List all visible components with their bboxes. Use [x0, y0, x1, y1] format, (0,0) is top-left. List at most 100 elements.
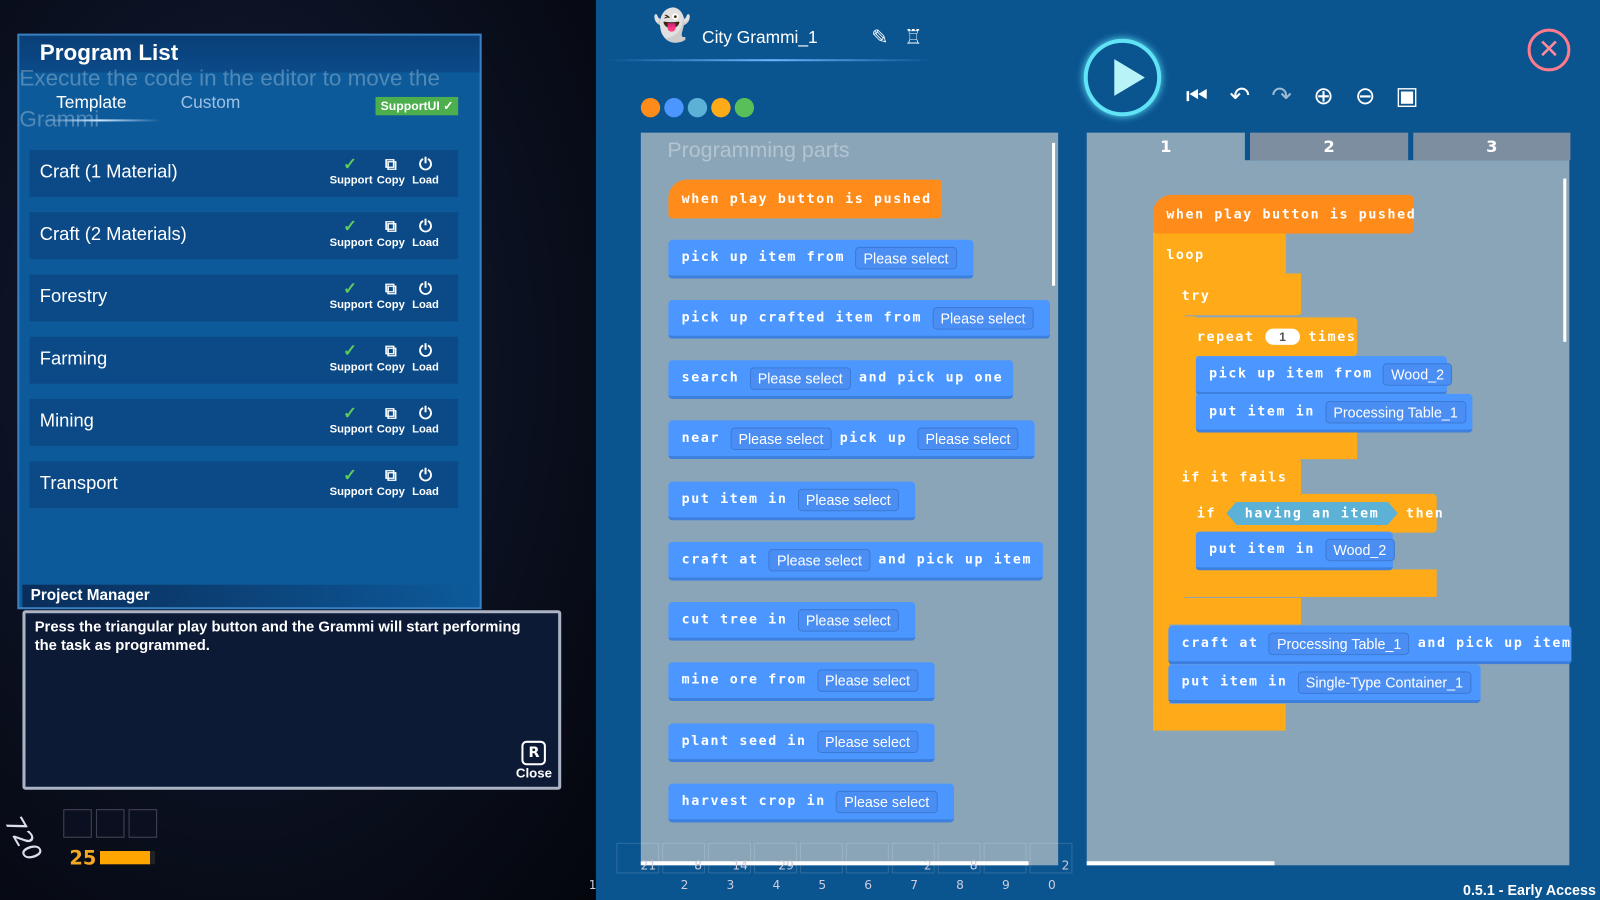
category-color-dot[interactable] [687, 97, 708, 118]
copy-button[interactable]: ⧉Copy [370, 218, 411, 249]
brush-icon[interactable]: ♖ [904, 24, 923, 49]
workspace-block[interactable]: if it fails [1168, 458, 1302, 497]
close-button[interactable]: R Close [516, 740, 552, 781]
repeat-count-input[interactable]: 1 [1264, 328, 1301, 345]
block-dropdown[interactable]: Please select [816, 730, 919, 753]
block-dropdown[interactable]: Please select [730, 427, 832, 450]
copy-button[interactable]: ⧉Copy [370, 405, 411, 436]
block-dropdown[interactable]: Please select [932, 306, 1034, 330]
palette-hscrollbar[interactable] [640, 861, 1029, 866]
pencil-icon[interactable]: ✎ [871, 24, 889, 49]
block-dropdown[interactable]: Wood_2 [1382, 362, 1453, 386]
copy-button[interactable]: ⧉Copy [370, 281, 411, 312]
undo-icon[interactable]: ↶ [1229, 81, 1251, 111]
skip-to-start-icon[interactable]: ⏮ [1185, 81, 1208, 111]
workspace-hscrollbar[interactable] [1086, 861, 1275, 866]
copy-button[interactable]: ⧉Copy [370, 343, 411, 374]
category-color-dot[interactable] [734, 97, 755, 118]
program-row[interactable]: Craft (2 Materials)✓Support⧉Copy⏻Load [29, 212, 459, 260]
category-color-dot[interactable] [664, 97, 684, 118]
block-dropdown[interactable]: Please select [836, 790, 938, 813]
close-editor-icon[interactable]: ✕ [1527, 28, 1571, 72]
block-dropdown[interactable]: Please select [768, 548, 871, 571]
play-button[interactable] [1083, 38, 1162, 117]
copy-button[interactable]: ⧉Copy [370, 467, 411, 498]
workspace-tab-3[interactable]: 3 [1413, 132, 1571, 161]
load-button[interactable]: ⏻Load [405, 343, 446, 374]
block-dropdown[interactable]: Please select [797, 608, 899, 632]
program-row[interactable]: Mining✓Support⧉Copy⏻Load [29, 398, 459, 446]
hotbar-slot[interactable]: 8 [662, 842, 706, 874]
block-dropdown[interactable]: Wood_2 [1325, 538, 1395, 561]
fit-view-icon[interactable]: ▣ [1395, 81, 1419, 111]
workspace-block[interactable]: when play button is pushed [1153, 194, 1415, 234]
block-dropdown[interactable]: Processing Table_1 [1325, 400, 1466, 423]
program-row[interactable]: Transport✓Support⧉Copy⏻Load [29, 461, 459, 509]
hotbar-slot[interactable]: 2 [891, 842, 935, 874]
program-row[interactable]: Farming✓Support⧉Copy⏻Load [29, 336, 459, 384]
block-dropdown[interactable]: Please select [797, 488, 899, 511]
load-button[interactable]: ⏻Load [405, 467, 446, 498]
support-button[interactable]: ✓Support [330, 405, 373, 436]
tab-custom[interactable]: Custom [180, 92, 241, 113]
hotbar-slot[interactable]: 14 [708, 842, 752, 874]
palette-block[interactable]: when play button is pushed [668, 179, 942, 219]
block-dropdown[interactable]: Processing Table_1 [1268, 632, 1410, 655]
load-button[interactable]: ⏻Load [405, 156, 446, 187]
redo-icon[interactable]: ↷ [1271, 81, 1292, 111]
support-button[interactable]: ✓Support [330, 156, 373, 187]
hotbar-slot[interactable] [845, 842, 889, 874]
support-button[interactable]: ✓Support [330, 218, 373, 249]
hotbar-slot[interactable]: 2 [1029, 842, 1073, 874]
workspace-block[interactable]: loop [1153, 235, 1286, 275]
workspace-tab-1[interactable]: 1 [1086, 132, 1245, 162]
support-button[interactable]: ✓Support [330, 281, 373, 312]
support-ui-toggle[interactable]: SupportUI ✓ [375, 96, 459, 116]
load-button[interactable]: ⏻Load [405, 281, 446, 312]
block-dropdown[interactable]: Single-Type Container_1 [1297, 670, 1472, 694]
hotbar-slot[interactable]: 8 [937, 842, 981, 874]
program-row[interactable]: Forestry✓Support⧉Copy⏻Load [29, 274, 459, 322]
zoom-out-icon[interactable]: ⊖ [1355, 81, 1376, 111]
zoom-in-icon[interactable]: ⊕ [1313, 81, 1334, 111]
support-button[interactable]: ✓Support [330, 467, 373, 498]
workspace-tab-2[interactable]: 2 [1249, 132, 1409, 161]
workspace-block[interactable]: try [1168, 276, 1302, 316]
tab-template[interactable]: Template [56, 92, 127, 113]
workspace-scrollbar[interactable] [1563, 178, 1567, 342]
category-color-dot[interactable] [640, 97, 661, 118]
hotbar-slot[interactable]: 21 [616, 842, 660, 874]
program-row[interactable]: Craft (1 Material)✓Support⧉Copy⏻Load [29, 149, 459, 197]
palette-scrollbar[interactable] [1052, 142, 1056, 286]
block-dropdown[interactable]: Please select [749, 366, 851, 390]
load-button[interactable]: ⏻Load [405, 218, 446, 249]
block-dropdown[interactable]: Please select [816, 668, 919, 692]
load-button[interactable]: ⏻Load [405, 405, 446, 436]
copy-button[interactable]: ⧉Copy [370, 156, 411, 187]
hotbar-slot[interactable]: 29 [754, 842, 797, 874]
condition-block[interactable]: having an item [1226, 502, 1397, 525]
hotbar-slot[interactable] [983, 842, 1027, 874]
block-dropdown[interactable]: Please select [855, 246, 957, 269]
category-color-dot[interactable] [711, 97, 731, 118]
support-button[interactable]: ✓Support [330, 343, 373, 374]
hotbar-slot[interactable] [799, 842, 843, 874]
block-dropdown[interactable]: Please select [917, 427, 1019, 450]
